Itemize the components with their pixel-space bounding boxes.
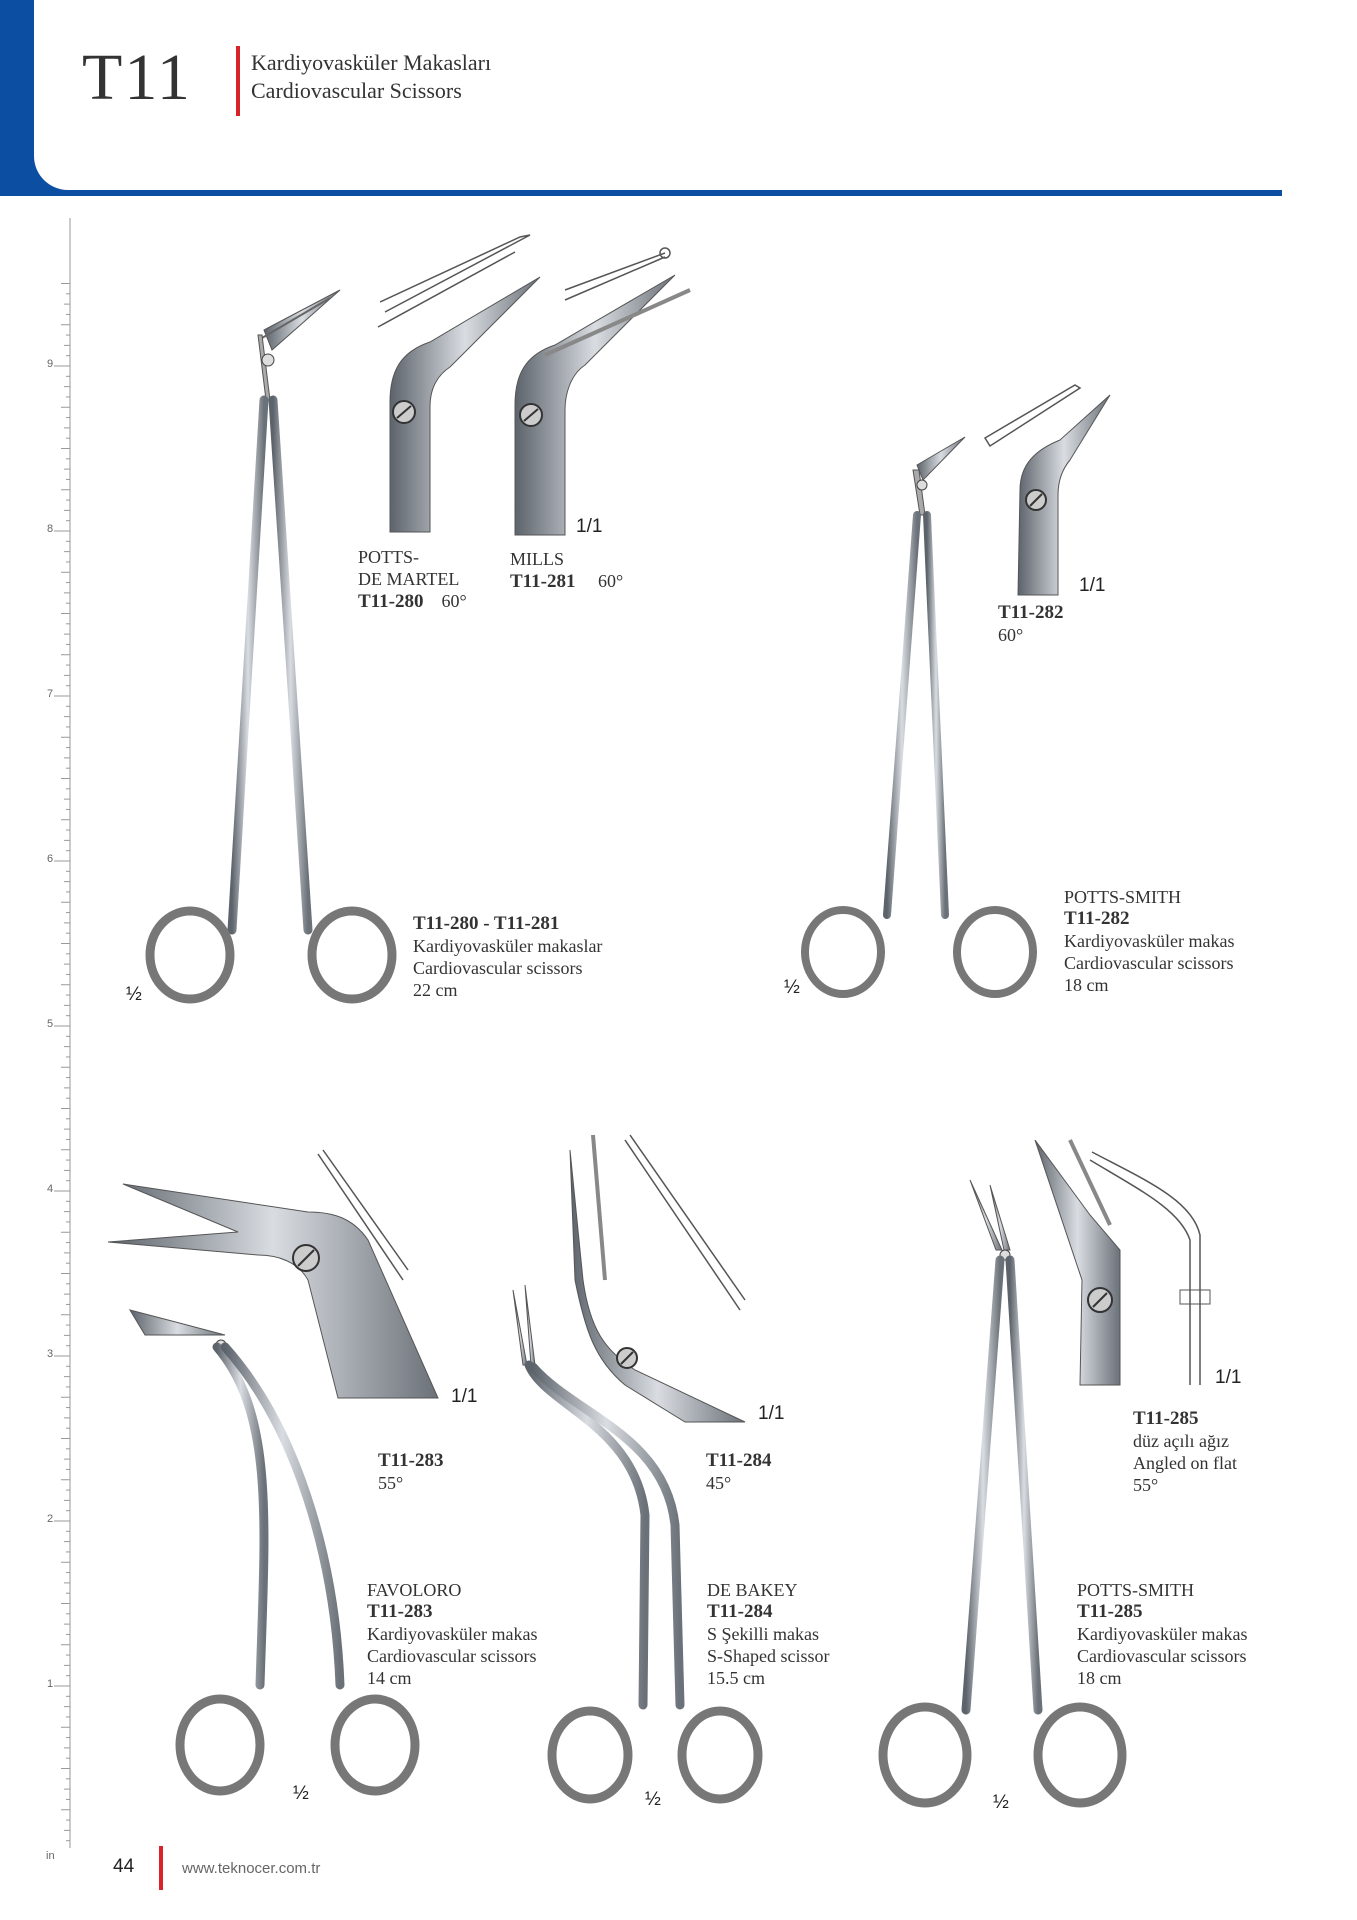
- description-t11-284: DE BAKEY T11-284 S Şekilli makas S-Shape…: [707, 1580, 830, 1688]
- website-link[interactable]: www.teknocer.com.tr: [182, 1860, 321, 1877]
- scissors-t11-283-image: [128, 1309, 420, 1796]
- inch-ruler: [54, 218, 71, 1848]
- detail-t11-280-image: [377, 234, 541, 533]
- detail-t11-282-image: [983, 384, 1111, 596]
- description-t11-282: POTTS-SMITH T11-282 Kardiyovasküler maka…: [1064, 887, 1235, 995]
- label-t11-284-detail: T11-284 45°: [706, 1450, 772, 1493]
- scale-label-t11-282: ½: [784, 977, 800, 998]
- ruler-inch-label: 8: [47, 523, 54, 535]
- scale-label-t11-283: ½: [293, 1783, 309, 1804]
- scale-label-t11-280: ½: [126, 984, 142, 1005]
- ruler-inch-label: 5: [47, 1018, 54, 1030]
- detail-t11-285-image: [1034, 1139, 1211, 1386]
- description-t11-280-281: T11-280 - T11-281 Kardiyovasküler makasl…: [413, 913, 603, 1000]
- scale-label-t11-281: 1/1: [576, 516, 603, 537]
- scale-label-t11-285-detail: 1/1: [1215, 1367, 1242, 1388]
- scale-label-t11-282-detail: 1/1: [1079, 575, 1106, 596]
- ruler-inch-label: 2: [47, 1513, 54, 1525]
- label-t11-285-detail: T11-285 düz açılı ağız Angled on flat 55…: [1133, 1408, 1237, 1495]
- footer-divider: [159, 1846, 163, 1890]
- ruler-inch-label: 1: [47, 1678, 54, 1690]
- header-panel: [34, 0, 1282, 190]
- scale-label-t11-285: ½: [993, 1792, 1009, 1813]
- label-t11-282-detail: T11-282 60°: [998, 602, 1064, 645]
- label-t11-283-detail: T11-283 55°: [378, 1450, 444, 1493]
- ruler-inch-label: 3: [47, 1348, 54, 1360]
- section-code: T11: [82, 41, 192, 114]
- scale-label-t11-283-detail: 1/1: [451, 1386, 478, 1407]
- ruler-inch-label: 7: [47, 688, 54, 700]
- scale-label-t11-284-detail: 1/1: [758, 1403, 785, 1424]
- ruler-unit: in: [46, 1850, 55, 1862]
- header-divider: [236, 46, 240, 116]
- scissors-t11-282-image: [801, 436, 1037, 998]
- header-title-en: Cardiovascular Scissors: [251, 78, 462, 103]
- page-number: 44: [113, 1856, 135, 1877]
- scale-label-t11-284: ½: [645, 1789, 661, 1810]
- ruler-inch-label: 6: [47, 853, 54, 865]
- description-t11-285: POTTS-SMITH T11-285 Kardiyovasküler maka…: [1077, 1580, 1248, 1688]
- detail-t11-284-image: [569, 1134, 746, 1423]
- label-t11-280: POTTS- DE MARTEL T11-280 60°: [358, 547, 467, 612]
- scissors-t11-285-image: [878, 1179, 1127, 1808]
- scissors-t11-280-image: [145, 289, 397, 1004]
- label-t11-281: MILLS T11-281 60°: [510, 549, 624, 592]
- detail-t11-281-image: [514, 247, 691, 536]
- ruler-inch-label: 9: [47, 358, 54, 370]
- description-t11-283: FAVOLORO T11-283 Kardiyovasküler makas C…: [367, 1580, 538, 1688]
- scissors-t11-284-image: [512, 1284, 763, 1804]
- detail-t11-283-image: [107, 1149, 439, 1399]
- header-title-tr: Kardiyovasküler Makasları: [251, 50, 492, 75]
- ruler-inch-label: 4: [47, 1183, 54, 1195]
